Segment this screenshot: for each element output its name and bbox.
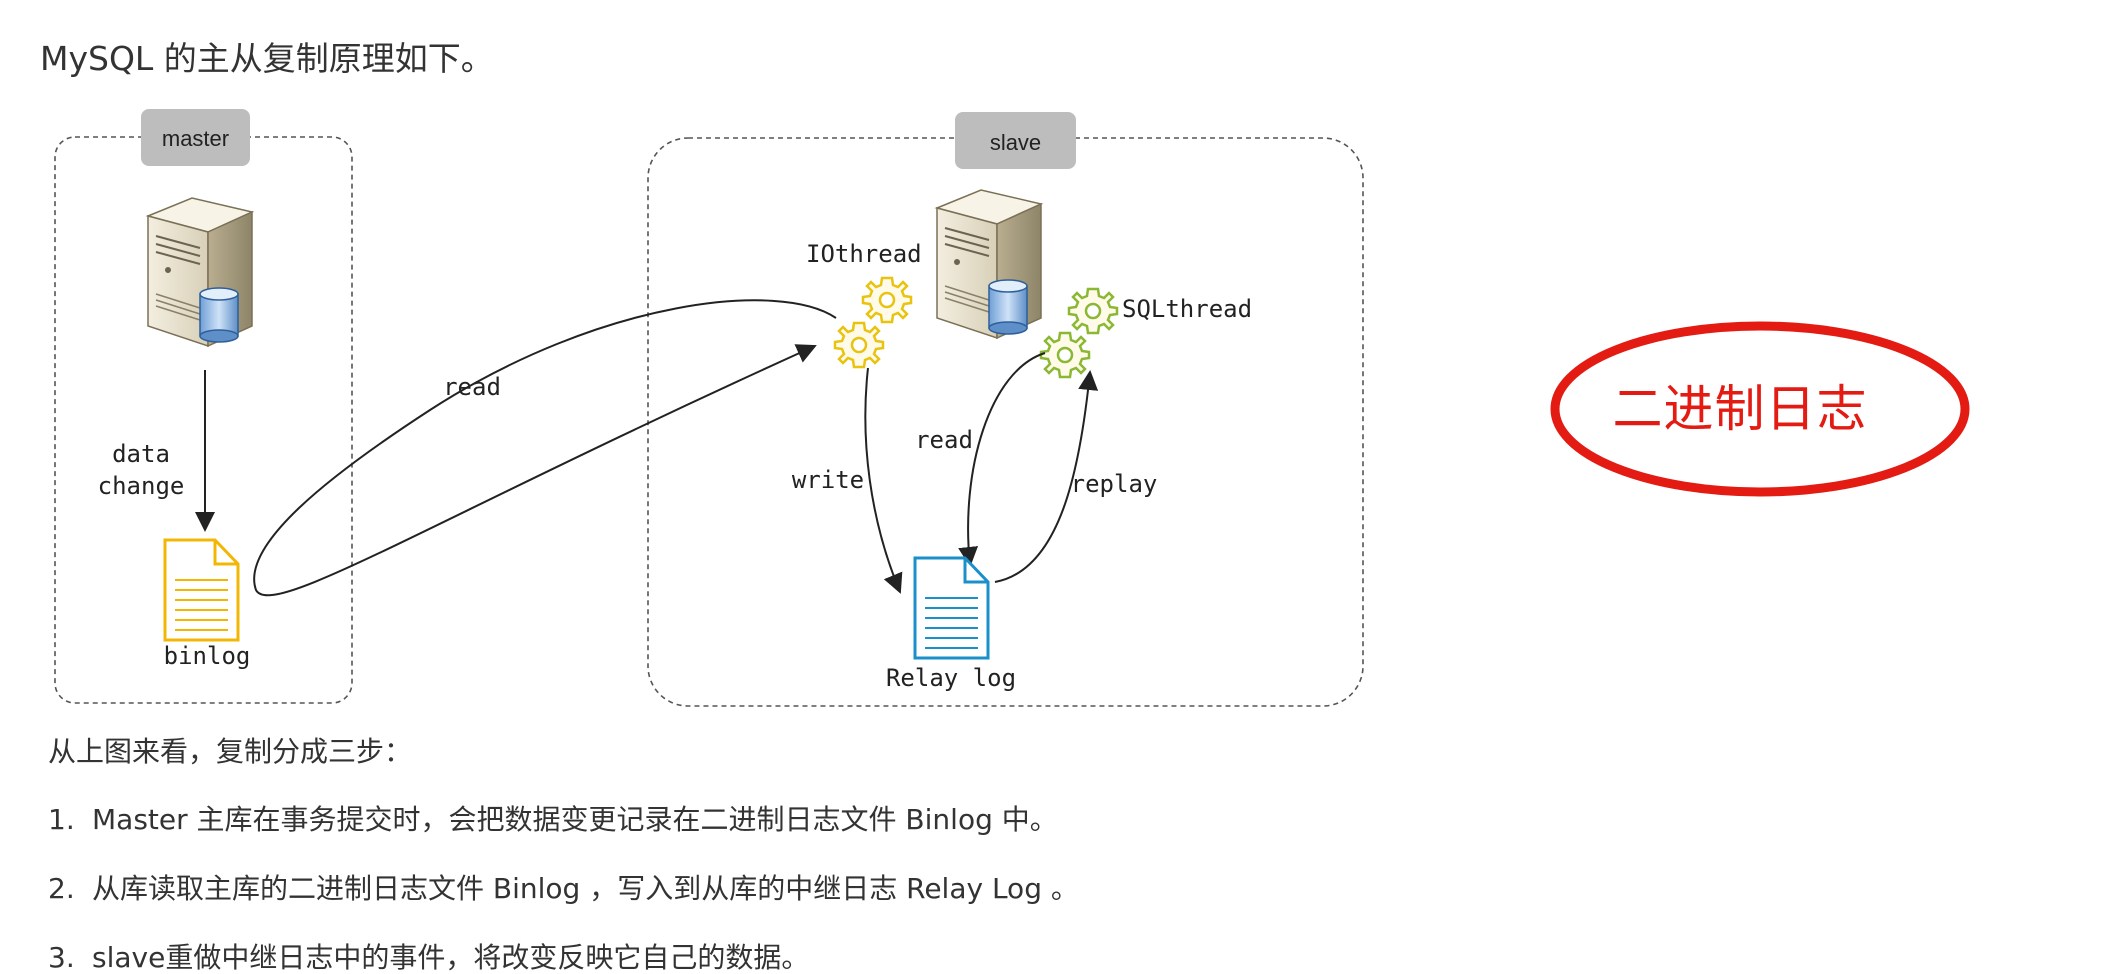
write-label: write [792, 466, 864, 494]
sql-read-arrow [958, 352, 1046, 567]
step-text: 从库读取主库的二进制日志文件 Binlog ，写入到从库的中继日志 Relay … [92, 872, 1079, 905]
steps-lead: 从上图来看，复制分成三步： [48, 735, 413, 768]
replay-arrow [994, 370, 1099, 583]
step-text: slave重做中继日志中的事件，将改变反映它自己的数据。 [92, 941, 810, 974]
binlog-label: binlog [164, 642, 251, 670]
annotation-ellipse [1550, 321, 1970, 497]
read-arrow-label: read [443, 373, 501, 401]
intro-text: MySQL 的主从复制原理如下。 [40, 39, 494, 78]
master-server-icon [147, 197, 253, 347]
data-change-label-1: data [112, 440, 170, 468]
step-number: 1. [48, 803, 75, 836]
step-item-3: 3. slave重做中继日志中的事件，将改变反映它自己的数据。 [48, 944, 809, 972]
slave-server-icon [936, 189, 1042, 339]
sql-read-label: read [915, 426, 973, 454]
slave-tag-label: slave [990, 130, 1041, 155]
relay-log-label: Relay log [886, 664, 1016, 692]
read-loop-arrow [253, 299, 837, 597]
relay-log-file-icon [913, 556, 990, 660]
master-tag [141, 109, 250, 166]
sql-thread-label: SQLthread [1122, 295, 1252, 323]
annotation-text: 二进制日志 [1612, 380, 1868, 438]
step-item-2: 2. 从库读取主库的二进制日志文件 Binlog ，写入到从库的中继日志 Rela… [48, 875, 1079, 903]
sql-thread-gear-icon [1039, 287, 1119, 379]
step-text: Master 主库在事务提交时，会把数据变更记录在二进制日志文件 Binlog … [92, 803, 1058, 836]
master-tag-label: master [162, 126, 229, 151]
data-change-label-2: change [98, 472, 185, 500]
write-arrow [864, 367, 903, 594]
io-thread-label: IOthread [806, 240, 922, 268]
binlog-file-icon [163, 538, 240, 642]
step-number: 3. [48, 941, 75, 974]
io-thread-gear-icon [833, 276, 913, 369]
replay-label: replay [1071, 470, 1158, 498]
step-number: 2. [48, 872, 75, 905]
slave-tag [955, 112, 1076, 169]
step-item-1: 1. Master 主库在事务提交时，会把数据变更记录在二进制日志文件 Binlo… [48, 806, 1058, 834]
